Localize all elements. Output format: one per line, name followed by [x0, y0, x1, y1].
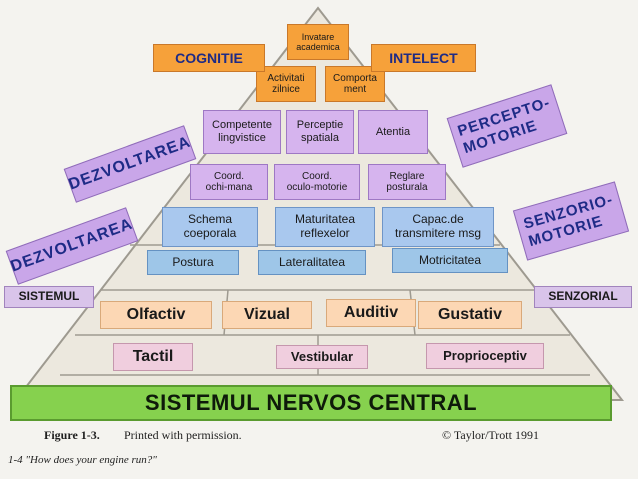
- box-competente-lingvistice: Competente lingvistice: [203, 110, 281, 154]
- box-reglare-posturala: Reglare posturala: [368, 164, 446, 200]
- box-auditiv: Auditiv: [326, 299, 416, 327]
- box-comportament: Comporta ment: [325, 66, 385, 102]
- caption-figure: Figure 1-3.: [44, 428, 100, 442]
- box-vestibular: Vestibular: [276, 345, 368, 369]
- box-atentia: Atentia: [358, 110, 428, 154]
- box-activitati-zilnice: Activitati zilnice: [256, 66, 316, 102]
- box-proprioceptiv: Proprioceptiv: [426, 343, 544, 369]
- box-motricitatea: Motricitatea: [392, 248, 508, 273]
- box-maturitatea-reflexelor: Maturitatea reflexelor: [275, 207, 375, 247]
- box-olfactiv: Olfactiv: [100, 301, 212, 329]
- box-postura: Postura: [147, 250, 239, 275]
- caption-printed: Printed with permission.: [124, 428, 242, 442]
- box-capac-transmitere: Capac.de transmitere msg: [382, 207, 494, 247]
- box-vizual: Vizual: [222, 301, 312, 329]
- caption-footer: 1-4 "How does your engine run?": [8, 454, 157, 466]
- caption-copyright: © Taylor/Trott 1991: [442, 428, 539, 442]
- box-coord-oculo-motorie: Coord. oculo-motorie: [274, 164, 360, 200]
- box-perceptie-spatiala: Perceptie spatiala: [286, 110, 354, 154]
- label-cognitie: COGNITIE: [153, 44, 265, 72]
- box-invatare-academica: Invatare academica: [287, 24, 349, 60]
- box-coord-ochi-mana: Coord. ochi-mana: [190, 164, 268, 200]
- label-senzorial: SENZORIAL: [534, 286, 632, 308]
- box-tactil: Tactil: [113, 343, 193, 371]
- base-sistemul-nervos-central: SISTEMUL NERVOS CENTRAL: [10, 385, 612, 421]
- label-sistemul: SISTEMUL: [4, 286, 94, 308]
- box-lateralitatea: Lateralitatea: [258, 250, 366, 275]
- label-intelect: INTELECT: [371, 44, 476, 72]
- box-schema-corporala: Schema coeporala: [162, 207, 258, 247]
- box-gustativ: Gustativ: [418, 301, 522, 329]
